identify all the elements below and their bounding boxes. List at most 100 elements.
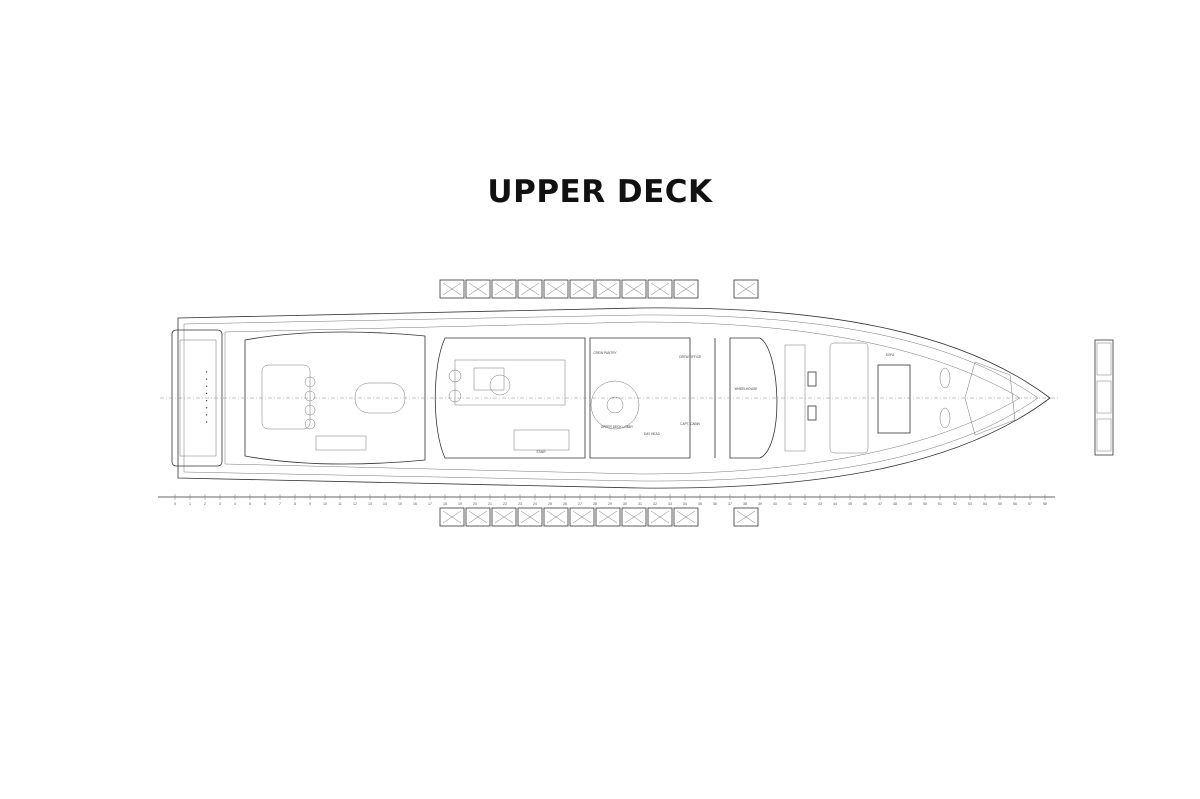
tender (877, 364, 911, 434)
frame-label: 36 (713, 502, 717, 506)
frame-label: 9 (309, 502, 311, 506)
frame-label: 37 (728, 502, 732, 506)
frame-label: 4 (234, 502, 236, 506)
frame-label: 46 (863, 502, 867, 506)
salon-rug (454, 359, 566, 406)
sofa-label: SOFA (886, 353, 895, 357)
hull-outline (177, 307, 1051, 489)
frame-label: 3 (219, 502, 221, 506)
frame-label: 42 (803, 502, 807, 506)
frame-label: 12 (353, 502, 357, 506)
frame-label: 23 (518, 502, 522, 506)
liferaft-box (465, 279, 491, 299)
frame-label: 13 (368, 502, 372, 506)
frame-label: 10 (323, 502, 327, 506)
frame-label: 40 (773, 502, 777, 506)
capt-cabin-label: CAPT. CABIN (680, 422, 700, 426)
liferaft-box (491, 507, 517, 527)
frame-label: 27 (578, 502, 582, 506)
frame-label: 22 (503, 502, 507, 506)
liferaft-box (439, 279, 465, 299)
liferaft-box (647, 279, 673, 299)
liferaft-box (569, 507, 595, 527)
frame-label: 11 (338, 502, 342, 506)
liferaft-box (517, 279, 543, 299)
frame-label: 6 (264, 502, 266, 506)
frame-label: 58 (1043, 502, 1047, 506)
frame-label: 33 (668, 502, 672, 506)
liferaft-box (569, 279, 595, 299)
salon-stair (513, 429, 570, 451)
frame-label: 8 (294, 502, 296, 506)
frame-label: 32 (653, 502, 657, 506)
frame-label: 14 (383, 502, 387, 506)
frame-label: 30 (623, 502, 627, 506)
office-label: CREW OFFICE (679, 355, 701, 359)
frame-label: 7 (279, 502, 281, 506)
aft-sofa (261, 364, 311, 430)
frame-label: 25 (548, 502, 552, 506)
frame-label: 38 (743, 502, 747, 506)
chairs (304, 376, 316, 430)
frame-label: 43 (818, 502, 822, 506)
frame-label: 5 (249, 502, 251, 506)
liferaft-box (621, 507, 647, 527)
frame-label: 26 (563, 502, 567, 506)
stair-label: STAIR (536, 450, 546, 454)
frame-label: 51 (938, 502, 942, 506)
liferaft-box (517, 507, 543, 527)
frame-label: 45 (848, 502, 852, 506)
liferaft-containers (439, 279, 759, 527)
liferaft-box (491, 279, 517, 299)
frame-label: 52 (953, 502, 957, 506)
frame-label: 21 (488, 502, 492, 506)
frame-label: 18 (443, 502, 447, 506)
liferaft-box (465, 507, 491, 527)
frame-label: 15 (398, 502, 402, 506)
liferaft-box (733, 279, 759, 299)
frame-label: 50 (923, 502, 927, 506)
frame-label: 31 (638, 502, 642, 506)
frame-label: 49 (908, 502, 912, 506)
bow-liferafts (1094, 339, 1114, 456)
liferaft-box (733, 507, 759, 527)
liferaft-box (595, 279, 621, 299)
frame-label: 44 (833, 502, 837, 506)
lobby-label: UPPER DECK LOBBY (601, 425, 634, 429)
page-title: UPPER DECK (487, 174, 713, 210)
frame-label: 47 (878, 502, 882, 506)
frame-label: 55 (998, 502, 1002, 506)
frame-label: 56 (1013, 502, 1017, 506)
frame-label: 17 (428, 502, 432, 506)
frame-label: 54 (983, 502, 987, 506)
pantry-label: CREW PANTRY (593, 351, 617, 355)
day-head-label: DAY HEAD (644, 432, 661, 436)
frame-label: 0 (174, 502, 176, 506)
frame-label: 16 (413, 502, 417, 506)
frame-label: 28 (593, 502, 597, 506)
frame-label: 35 (698, 502, 702, 506)
frame-label: 24 (533, 502, 537, 506)
liferaft-box (543, 507, 569, 527)
liferaft-box (543, 279, 569, 299)
aft-stair (315, 435, 367, 451)
frame-label: 57 (1028, 502, 1032, 506)
liferaft-box (673, 507, 699, 527)
spiral-stair (590, 380, 640, 430)
liferaft-box (595, 507, 621, 527)
frame-label: 39 (758, 502, 762, 506)
frame-label: 20 (473, 502, 477, 506)
frame-label: 41 (788, 502, 792, 506)
frame-label: 19 (458, 502, 462, 506)
liferaft-box (647, 507, 673, 527)
wheelhouse-label: WHEELHOUSE (735, 387, 758, 391)
frame-label: 29 (608, 502, 612, 506)
frame-label: 48 (893, 502, 897, 506)
liferaft-box (439, 507, 465, 527)
frame-label: 2 (204, 502, 206, 506)
frame-label: 1 (189, 502, 191, 506)
frame-label: 34 (683, 502, 687, 506)
frame-label: 53 (968, 502, 972, 506)
liferaft-box (621, 279, 647, 299)
